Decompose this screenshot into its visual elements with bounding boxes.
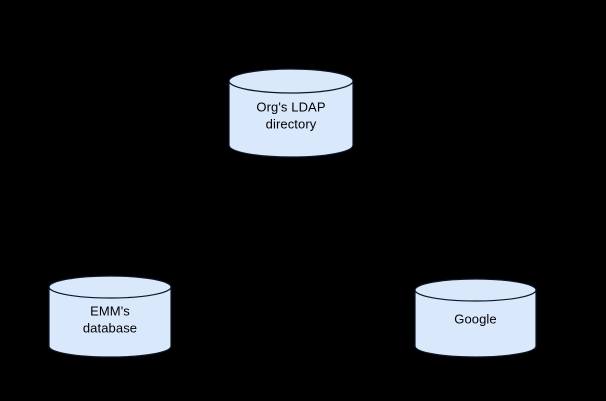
cylinder-shape-icon (48, 275, 172, 358)
cylinder-shape-icon (414, 278, 537, 358)
cylinder-shape-icon (228, 68, 354, 158)
cylinder-node-emm[interactable]: EMM's database (48, 275, 172, 358)
cylinder-node-google[interactable]: Google (414, 278, 537, 358)
cylinder-node-ldap[interactable]: Org's LDAP directory (228, 68, 354, 158)
